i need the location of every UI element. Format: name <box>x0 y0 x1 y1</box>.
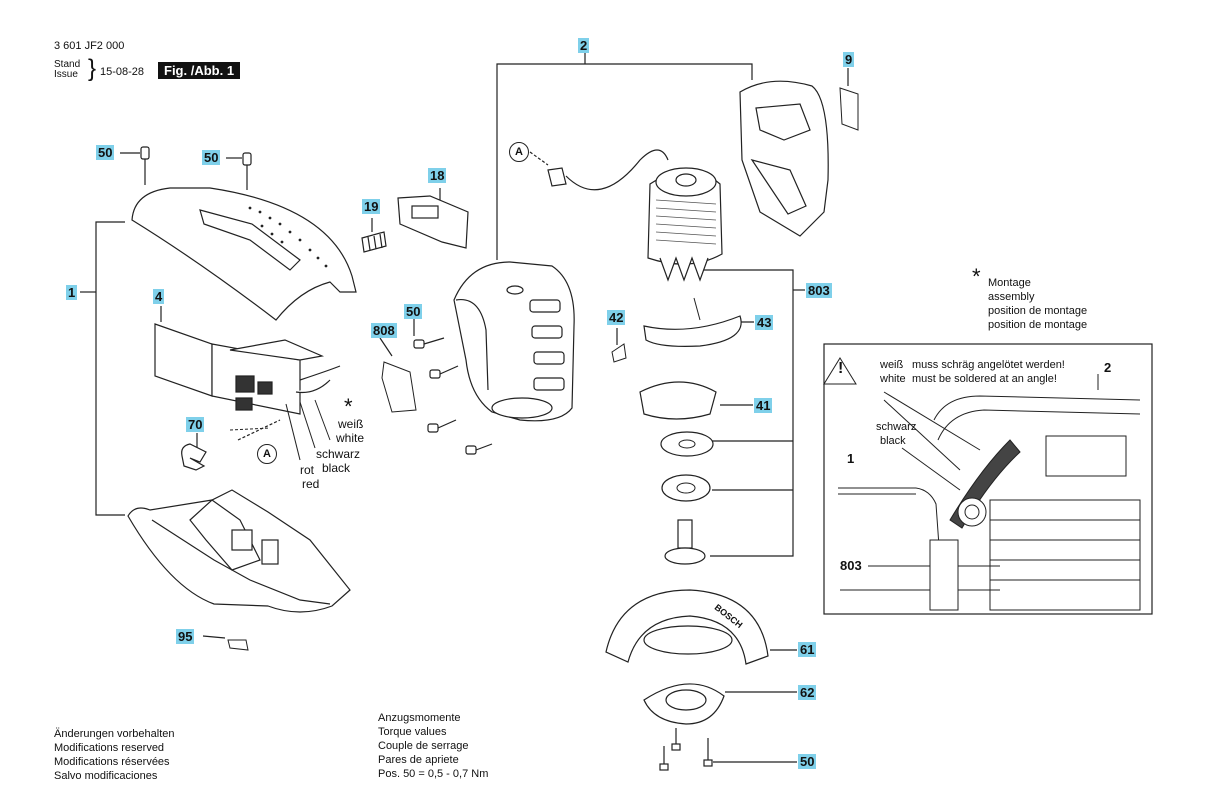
connector-a-bottom: A <box>257 444 277 464</box>
callout-1: 1 <box>66 285 78 300</box>
inset-ref-2: 2 <box>1104 360 1112 375</box>
callout-42: 42 <box>607 310 626 325</box>
callout-4: 4 <box>153 289 165 304</box>
inset-warn-en: must be soldered at an angle! <box>912 373 1057 385</box>
callout-61: 61 <box>798 642 817 657</box>
callout-50-motor: 50 <box>404 304 423 319</box>
inset-black: black <box>880 435 906 447</box>
callout-9: 9 <box>843 52 855 67</box>
footer-l1: Änderungen vorbehalten <box>54 728 175 740</box>
torque-l5: Pos. 50 = 0,5 - 0,7 Nm <box>378 768 489 780</box>
wire-red: red <box>302 477 320 491</box>
footer-l4: Salvo modificaciones <box>54 770 158 782</box>
assembly-star: * <box>972 264 981 289</box>
inset-white: white <box>880 373 906 385</box>
callout-2: 2 <box>578 38 590 53</box>
torque-l2: Torque values <box>378 726 447 738</box>
torque-l3: Couple de serrage <box>378 740 469 752</box>
warning-icon: ! <box>838 360 844 377</box>
callout-808: 808 <box>371 323 397 338</box>
wire-black: black <box>322 461 351 475</box>
callout-50-top-left: 50 <box>96 145 115 160</box>
footer-l2: Modifications reserved <box>54 742 165 754</box>
inset-weiss: weiß <box>880 359 904 371</box>
stand-label: Stand <box>54 59 81 70</box>
assembly-l1: Montage <box>988 277 1031 289</box>
footer-l3: Modifications réservées <box>54 756 170 768</box>
brace: } <box>88 55 97 82</box>
callout-19: 19 <box>362 199 381 214</box>
issue-date: 15-08-28 <box>100 66 145 78</box>
callout-70: 70 <box>186 417 205 432</box>
callout-43: 43 <box>755 315 774 330</box>
assembly-l4: position de montage <box>988 319 1088 331</box>
figure-label: Fig. /Abb. 1 <box>158 62 241 79</box>
torque-l1: Anzugsmomente <box>378 712 461 724</box>
inset-schwarz: schwarz <box>876 421 917 433</box>
callout-62: 62 <box>798 685 817 700</box>
torque-l4: Pares de apriete <box>378 754 459 766</box>
wire-weiss: weiß <box>338 417 364 431</box>
assembly-l3: position de montage <box>988 305 1088 317</box>
connector-a-top: A <box>509 142 529 162</box>
inset-ref-1: 1 <box>847 451 855 466</box>
callout-41: 41 <box>754 398 773 413</box>
callout-50-top: 50 <box>202 150 221 165</box>
callout-95: 95 <box>176 629 195 644</box>
inset-warn-de: muss schräg angelötet werden! <box>912 359 1065 371</box>
wire-rot: rot <box>300 463 315 477</box>
callout-803: 803 <box>806 283 832 298</box>
issue-label: Issue <box>54 69 78 80</box>
callout-18: 18 <box>428 168 447 183</box>
assembly-l2: assembly <box>988 291 1035 303</box>
wire-white: white <box>336 431 365 445</box>
callout-50-bottom: 50 <box>798 754 817 769</box>
part-number: 3 601 JF2 000 <box>54 40 125 52</box>
wire-star: * <box>344 394 353 419</box>
inset-ref-803: 803 <box>840 558 862 573</box>
wire-schwarz: schwarz <box>316 447 361 461</box>
